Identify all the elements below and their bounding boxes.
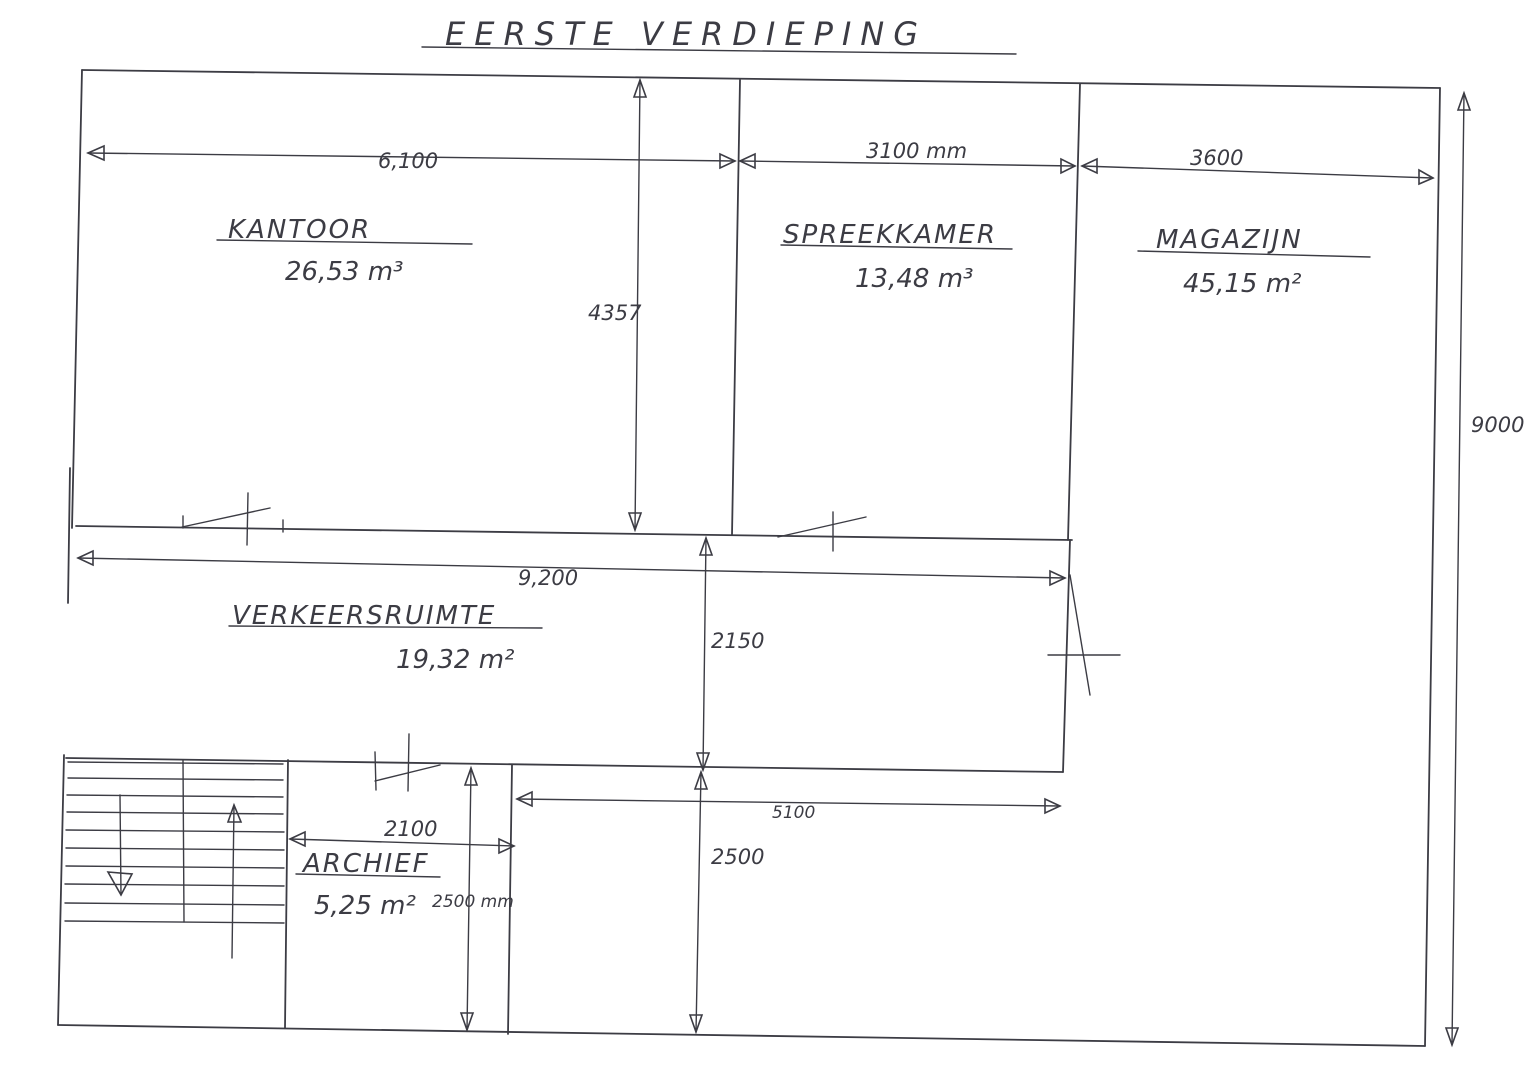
dim-archief-height: 2500 mm	[432, 892, 514, 912]
dim-kantoor-width: 6,100	[378, 149, 438, 173]
dim-lower-width: 5100	[772, 803, 815, 823]
room-name-magazijn: MAGAZIJN	[1156, 225, 1303, 255]
dim-total-height: 9000	[1471, 413, 1524, 437]
dim-corridor-width: 9,200	[518, 566, 578, 590]
dim-spreekkamer-width: 3100 mm	[866, 139, 967, 163]
room-area-magazijn: 45,15 m²	[1183, 269, 1301, 299]
dimension-labels: 6,100 3100 mm 3600 4357 9000 9,200 2150 …	[378, 139, 1524, 912]
plan-title: EERSTE VERDIEPING	[445, 15, 927, 53]
room-area-spreekkamer: 13,48 m³	[855, 264, 973, 294]
staircase	[64, 759, 285, 959]
dim-magazijn-width: 3600	[1190, 146, 1243, 170]
room-area-verkeersruimte: 19,32 m²	[396, 645, 514, 675]
dim-archief-width: 2100	[384, 817, 437, 841]
dimension-lines	[76, 77, 1472, 1048]
room-area-kantoor: 26,53 m³	[285, 257, 403, 287]
room-area-archief: 5,25 m²	[314, 891, 416, 921]
interior-walls	[65, 79, 1081, 1035]
dim-lower-height: 2500	[711, 845, 764, 869]
title-underline	[421, 46, 1017, 55]
dim-corridor-height: 2150	[711, 629, 764, 653]
outer-walls	[57, 69, 1441, 1047]
dim-kantoor-height: 4357	[588, 301, 642, 325]
room-labels: KANTOOR 26,53 m³ SPREEKKAMER 13,48 m³ MA…	[216, 215, 1371, 921]
doors	[181, 492, 1121, 792]
